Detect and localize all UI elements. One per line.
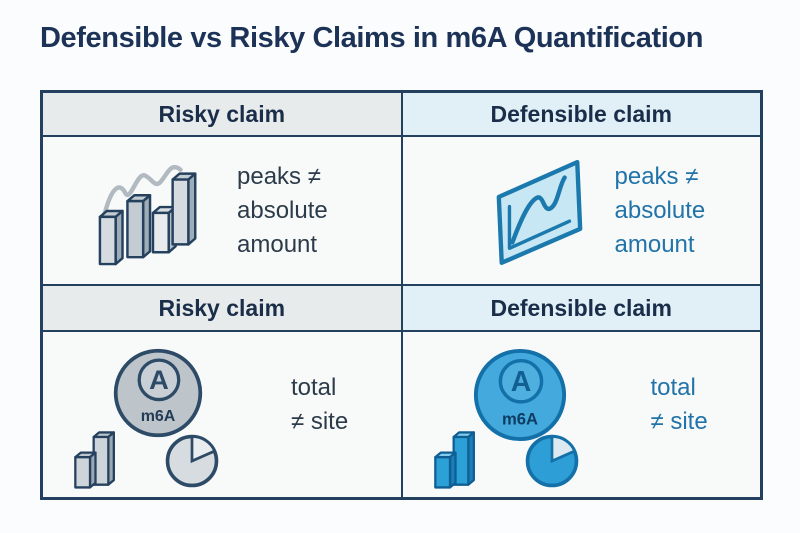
defensible-claim-header-1-label: Defensible claim [490,100,673,127]
m6a-molecule-icon-blue: A m6A [473,348,566,441]
small-bar-chart-icon-gray [74,430,115,489]
risky-claim-header-2: Risky claim [43,286,401,330]
svg-text:m6A: m6A [141,408,176,425]
line-chart-panel-icon [493,152,585,269]
defensible-peaks-text: peaks ≠ absolute amount [614,162,706,258]
risky-total-text: total ≠ site [291,373,349,435]
page-title: Defensible vs Risky Claims in m6A Quanti… [40,22,704,54]
risky-peaks-text: peaks ≠ absolute amount [237,162,328,258]
defensible-claim-header-1: Defensible claim [402,93,760,135]
pie-chart-icon-gray [165,434,219,487]
bar-chart-trend-icon [97,154,207,267]
defensible-peaks-cell: peaks ≠ absolute amount [402,137,760,284]
defensible-total-text: total ≠ site [650,373,708,435]
risky-peaks-cell: peaks ≠ absolute amount [43,137,401,284]
risky-claim-header-1-label: Risky claim [158,100,286,127]
defensible-total-cell: A m6A total ≠ site [402,332,760,497]
svg-text:m6A: m6A [501,409,537,428]
m6a-gray-icon-cluster: A m6A [73,334,265,496]
svg-text:A: A [510,366,531,398]
defensible-claim-header-2: Defensible claim [402,286,760,330]
svg-text:A: A [149,364,169,395]
risky-total-cell: A m6A total ≠ site [43,332,401,497]
small-bar-chart-icon-blue [433,430,475,489]
claims-comparison-table: Risky claim Defensible claim [40,90,763,500]
m6a-blue-icon-cluster: A m6A [433,334,625,496]
risky-claim-header-2-label: Risky claim [158,294,286,321]
m6a-molecule-icon-gray: A m6A [113,348,203,437]
risky-claim-header-1: Risky claim [43,93,401,135]
defensible-claim-header-2-label: Defensible claim [490,294,673,321]
pie-chart-icon-blue [525,434,578,487]
